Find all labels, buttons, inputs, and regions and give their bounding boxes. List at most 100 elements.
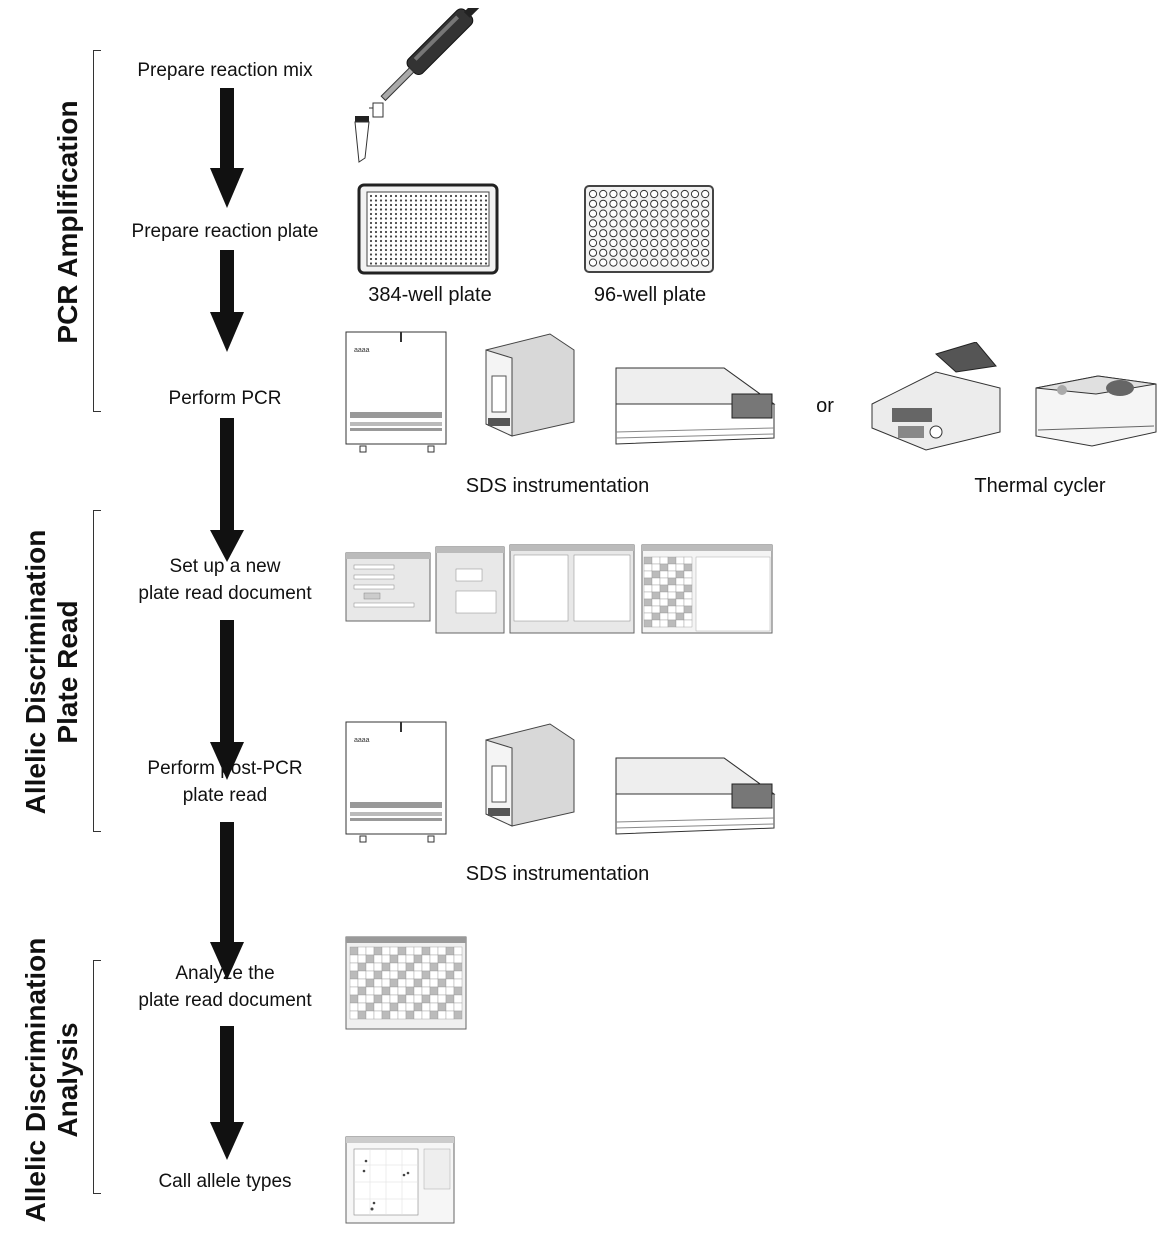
well [459, 248, 463, 252]
well [444, 262, 448, 265]
well [399, 221, 403, 225]
well [479, 239, 483, 243]
well [459, 226, 463, 229]
well [464, 226, 468, 229]
well [444, 217, 448, 220]
well [409, 203, 413, 207]
grid-cell [659, 584, 669, 593]
well [670, 189, 679, 199]
step-label: Prepare reaction plate [131, 221, 319, 242]
well [429, 226, 433, 229]
grid-cell [643, 605, 653, 614]
well [409, 217, 413, 220]
grid-cell [683, 563, 693, 572]
well [424, 244, 428, 247]
well [449, 194, 453, 198]
grid-cell [667, 619, 677, 628]
well [660, 248, 669, 257]
well [379, 194, 383, 198]
well [464, 257, 468, 261]
allele-plot-icon [345, 1136, 455, 1224]
well [439, 262, 443, 265]
grid-cell [381, 1002, 391, 1012]
well [379, 203, 383, 207]
well [404, 221, 408, 225]
well [424, 239, 428, 243]
grid-cell [421, 1010, 431, 1020]
well [394, 235, 398, 238]
well [389, 244, 393, 247]
software-screenshot-icon [435, 546, 505, 634]
well [374, 226, 378, 229]
grid-cell [683, 584, 693, 593]
grid-cell [357, 994, 367, 1004]
well [374, 217, 378, 220]
well [680, 189, 689, 199]
well [484, 212, 488, 216]
well [414, 253, 418, 256]
well [484, 248, 488, 252]
well [670, 238, 679, 248]
well [379, 262, 383, 265]
well [599, 209, 608, 218]
well [409, 257, 413, 261]
well [369, 262, 373, 265]
well [449, 257, 453, 261]
well [369, 230, 373, 234]
well [474, 248, 478, 252]
well [609, 219, 618, 228]
well [384, 208, 388, 211]
well [374, 262, 378, 265]
well [629, 248, 638, 257]
well [394, 257, 398, 261]
step-post-pcr-read: Perform post-PCR plate read [110, 755, 340, 809]
well [409, 244, 413, 247]
grid-cell [453, 1002, 463, 1012]
grid-cell [437, 962, 447, 972]
well [434, 239, 438, 243]
well [474, 226, 478, 229]
well [389, 226, 393, 229]
grid-cell [651, 556, 661, 565]
well [459, 235, 463, 238]
grid-cell [675, 605, 685, 614]
sds-instruments-row-2: aaaa [345, 721, 776, 843]
well [419, 203, 423, 207]
well [369, 235, 373, 238]
pipette-icon [354, 8, 480, 163]
grid-cell [397, 946, 407, 956]
well [409, 230, 413, 234]
step-setup-plate-read: Set up a new plate read document [110, 553, 340, 607]
caption-text: SDS instrumentation [465, 475, 650, 497]
well [650, 248, 659, 257]
well [424, 203, 428, 207]
well [449, 221, 453, 225]
well [588, 199, 598, 208]
well [449, 235, 453, 238]
grid-cell [381, 962, 391, 972]
well [444, 208, 448, 211]
well [429, 212, 433, 216]
well [619, 229, 628, 238]
grid-cell [413, 970, 423, 980]
well [419, 212, 423, 216]
well [419, 239, 423, 243]
step-label: Prepare reaction mix [137, 60, 313, 81]
grid-cell [349, 994, 359, 1004]
well [404, 248, 408, 252]
well [409, 208, 413, 211]
well [639, 189, 649, 199]
well [444, 257, 448, 261]
down-arrow-icon [210, 620, 244, 780]
grid-cell [413, 986, 423, 996]
well [429, 194, 433, 198]
well [379, 253, 383, 256]
well [389, 203, 393, 207]
well [449, 226, 453, 229]
well [409, 248, 413, 252]
caption-or: or [810, 395, 840, 418]
well [439, 194, 443, 198]
well [369, 221, 373, 225]
well [449, 248, 453, 252]
well [399, 212, 403, 216]
